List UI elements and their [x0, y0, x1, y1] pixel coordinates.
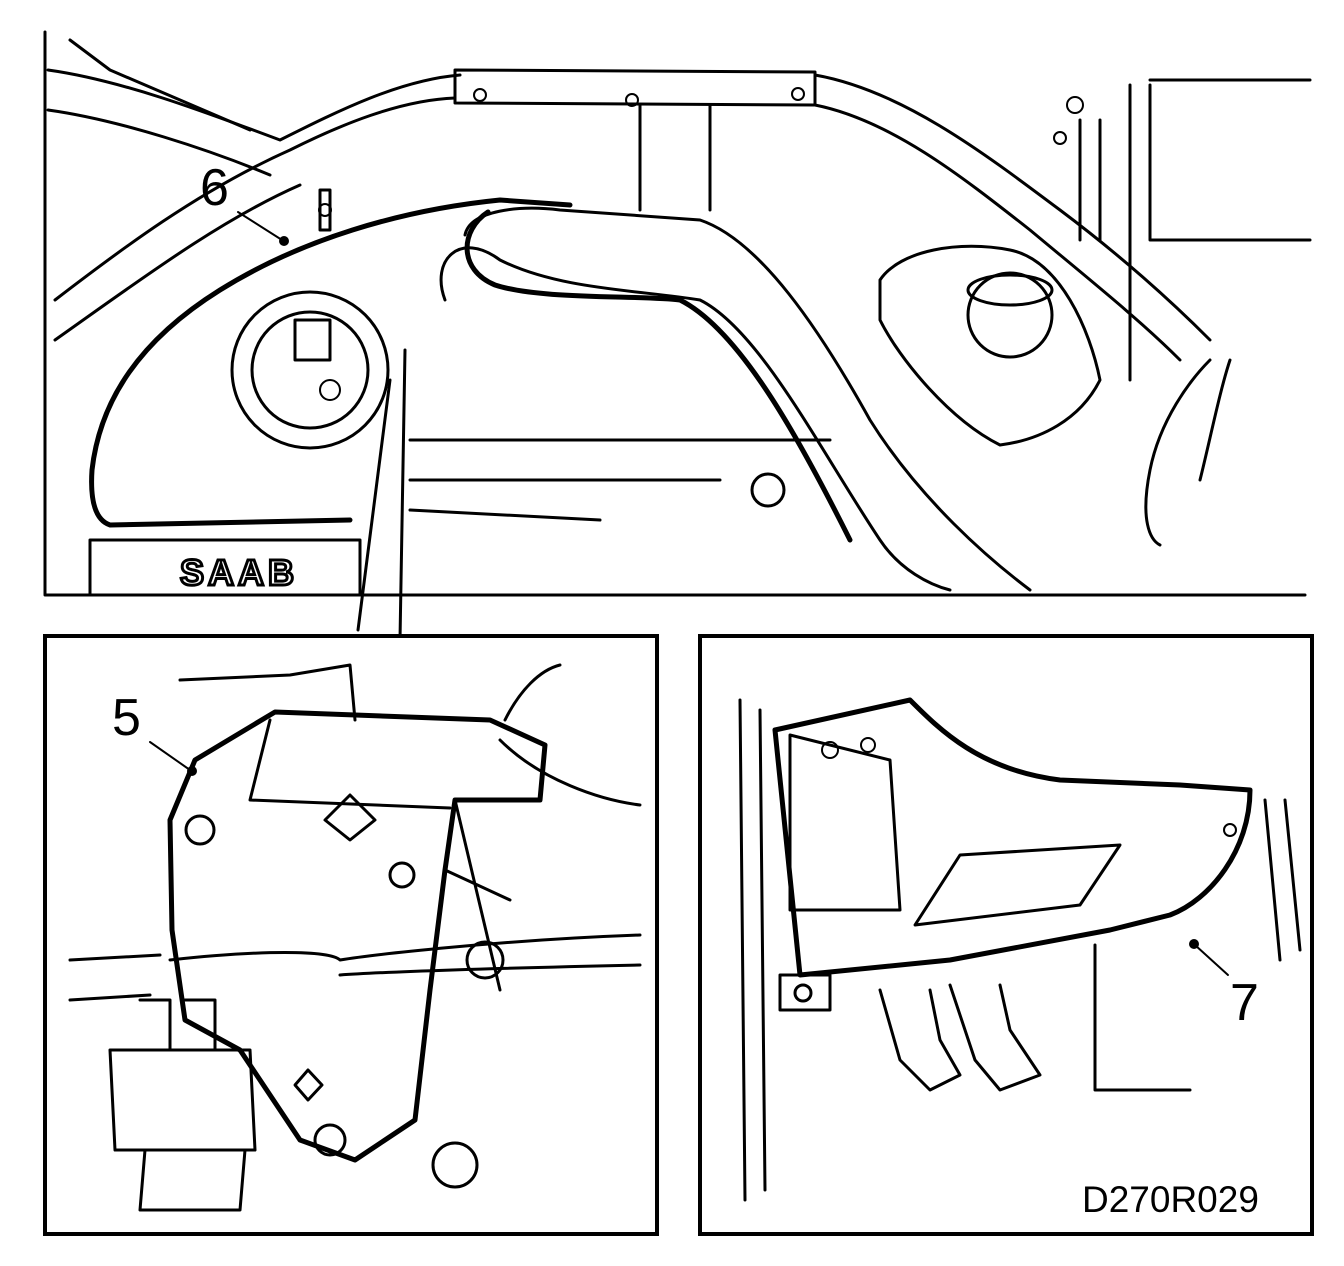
callout-7: 7: [1230, 974, 1259, 1032]
callout-5-dot: [187, 766, 197, 776]
figure-code: D270R029: [1082, 1179, 1259, 1220]
inset-right-frame: [698, 634, 1314, 1236]
saab-logo: SAAB: [180, 552, 298, 593]
callout-5: 5: [112, 689, 141, 747]
inset-left: 5: [43, 634, 659, 1236]
engine-bay-overview: SAAB 6: [43, 30, 1312, 642]
inset-left-frame: [43, 634, 659, 1236]
callout-6: 6: [200, 159, 229, 217]
callout-7-dot: [1189, 939, 1199, 949]
callout-6-dot: [279, 236, 289, 246]
inset-right: 7 D270R029: [698, 634, 1314, 1236]
